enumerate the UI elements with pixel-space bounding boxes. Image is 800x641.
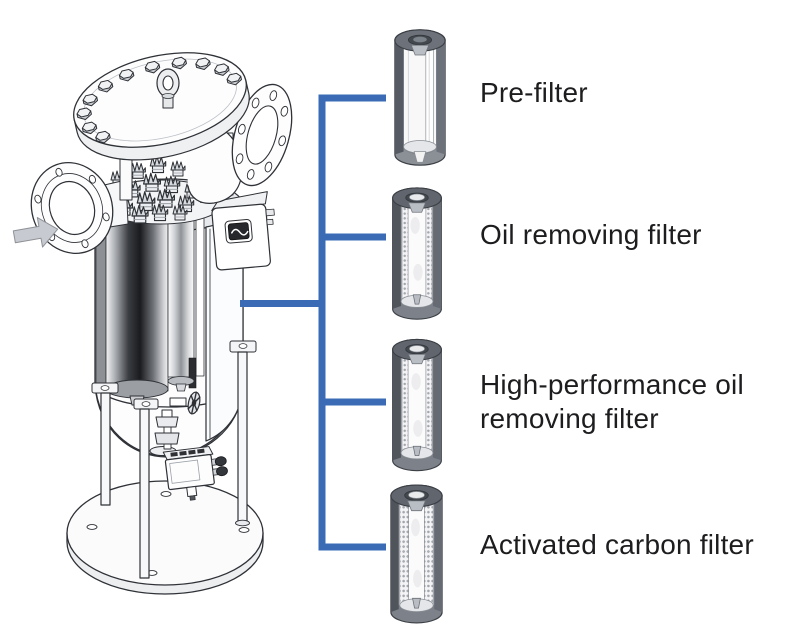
activated-carbon-filter-cartridge-icon (390, 484, 443, 624)
vessel-body (94, 155, 244, 458)
inlet-flange (30, 162, 129, 254)
support-legs (91, 340, 257, 579)
pre-filter-cartridge-icon (394, 29, 446, 166)
filter-label-pre-filter: Pre-filter (480, 77, 588, 108)
filter-label-high-performance-oil-removing: High-performance oil removing filter (480, 369, 744, 434)
oil-removing-filter-cartridge-icon (392, 187, 442, 320)
drain-valve-handwheel (187, 391, 201, 415)
high-performance-oil-removing-filter-cartridge-icon (392, 338, 442, 472)
filter-label-activated-carbon: Activated carbon filter (480, 529, 754, 560)
vessel-lid (73, 52, 250, 161)
auto-drain-unit (162, 446, 228, 501)
control-box (211, 191, 275, 271)
filter-vessel-cutaway-illustration (12, 52, 293, 595)
inlet-arrow-icon (12, 217, 59, 248)
lifting-eye (156, 68, 180, 109)
drain-assembly (149, 391, 228, 501)
filter-label-oil-removing: Oil removing filter (480, 219, 702, 250)
base-plate (66, 480, 264, 595)
